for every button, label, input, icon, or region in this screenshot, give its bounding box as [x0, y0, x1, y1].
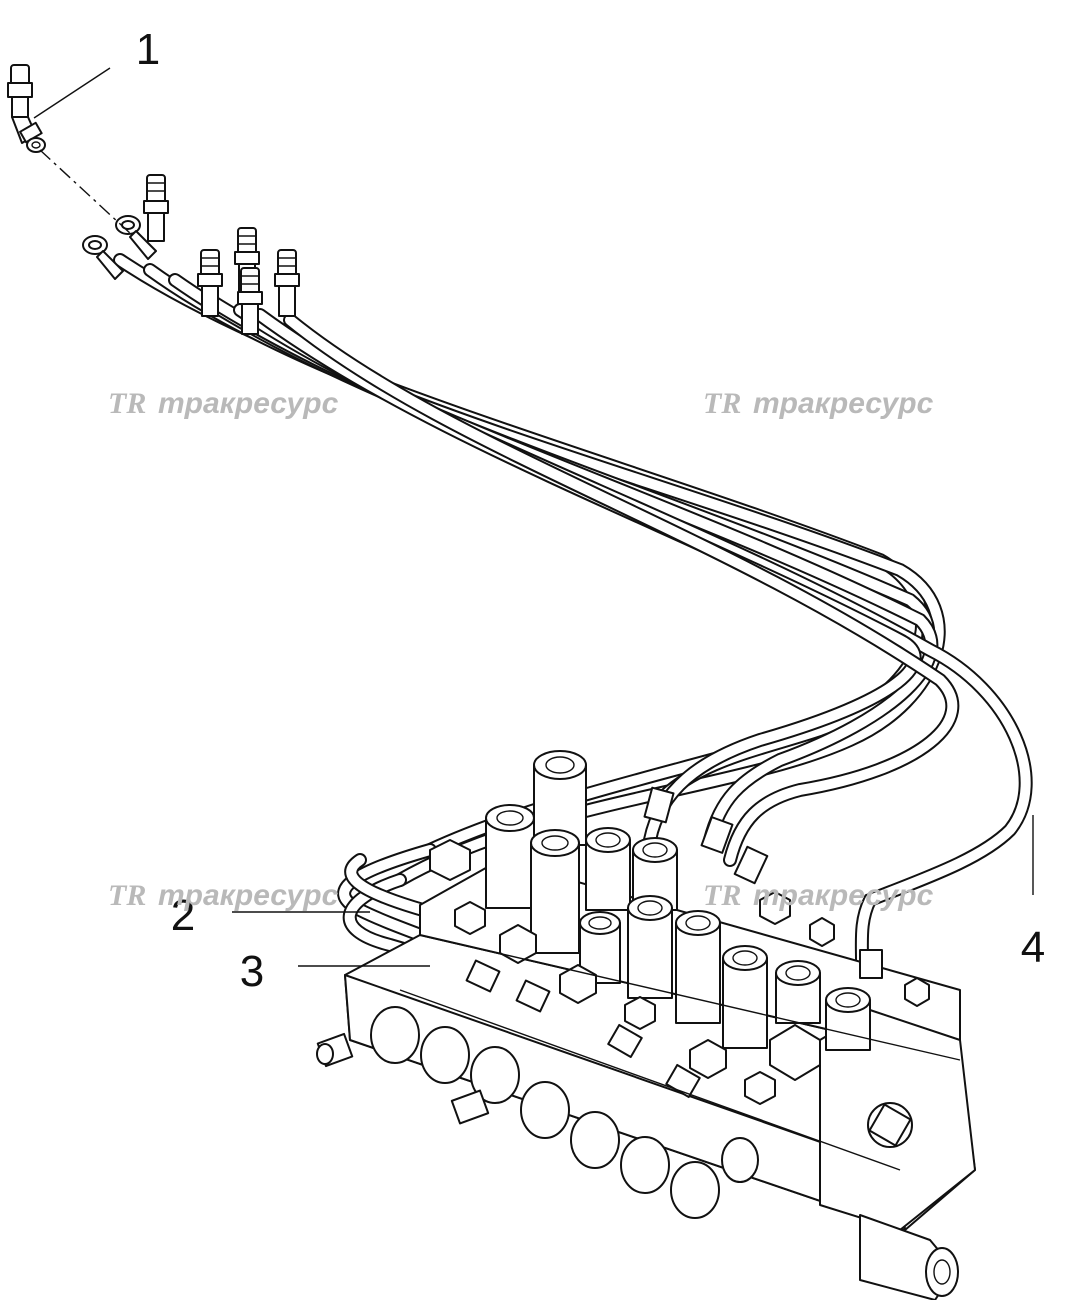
- callout-numbers: 1 2 3 4: [136, 25, 1045, 996]
- valve-ports: [485, 750, 871, 1051]
- watermark-text: тракресурс: [158, 387, 339, 420]
- watermark: ТR тракресурс: [108, 387, 339, 420]
- watermark-logo: ТR: [703, 879, 741, 912]
- hose-bundle: [113, 253, 1033, 1077]
- valve-assembly: [316, 750, 976, 1300]
- callout-3: 3: [240, 947, 264, 996]
- watermark-text: тракресурс: [753, 387, 934, 420]
- elbow-fitting-part-1: [7, 64, 46, 153]
- valve-hose-ends: [465, 786, 883, 1099]
- watermark: ТR тракресурс: [703, 387, 934, 420]
- callout-4: 4: [1021, 923, 1045, 972]
- watermarks: ТR тракресурс ТR тракресурс ТR тракресур…: [108, 387, 934, 912]
- watermark-text: тракресурс: [158, 879, 339, 912]
- watermark-logo: ТR: [108, 879, 146, 912]
- watermark-logo: ТR: [108, 387, 146, 420]
- hex-plugs: [429, 839, 930, 1105]
- leader-lines: [33, 67, 1034, 967]
- watermark-logo: ТR: [703, 387, 741, 420]
- axis-line: [39, 149, 133, 236]
- hose-end-fittings: [82, 174, 300, 335]
- watermark: ТR тракресурс: [703, 879, 934, 912]
- spool-caps: [370, 1006, 759, 1219]
- watermark: ТR тракресурс: [108, 879, 339, 912]
- watermark-text: тракресурс: [753, 879, 934, 912]
- callout-1: 1: [136, 25, 160, 74]
- callout-2: 2: [171, 891, 195, 940]
